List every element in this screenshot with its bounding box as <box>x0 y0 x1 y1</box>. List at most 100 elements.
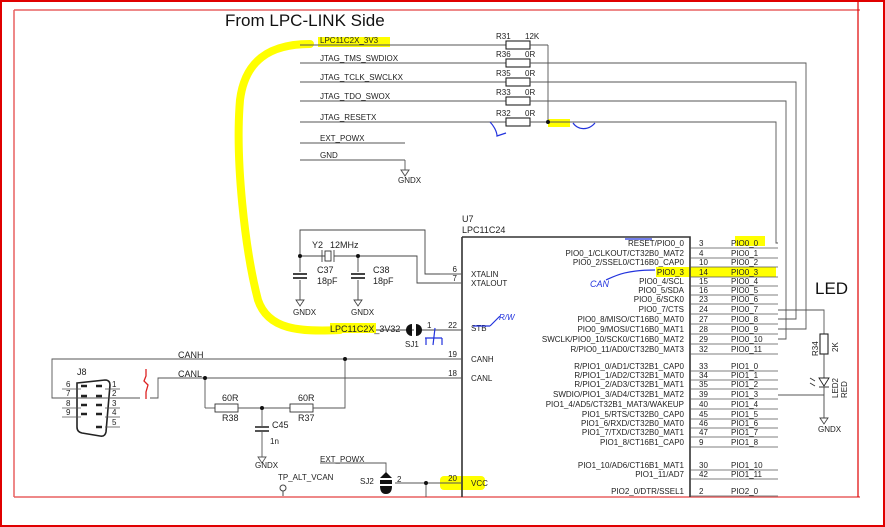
pin-function: PIO0_4/SCL <box>639 277 684 286</box>
pin-name: CANH <box>471 355 494 364</box>
pin-number: 7 <box>453 274 458 283</box>
pin-net-label: PIO1_1 <box>731 371 759 380</box>
resistor-value: 0R <box>525 50 535 59</box>
chip-pin-right: SWCLK/PIO0_10/SCK0/CT16B0_MAT2 29 PIO0_10 <box>542 335 778 345</box>
pin-number: 46 <box>699 419 708 428</box>
pin-function: R/PIO1_0/AD1/CT32B1_CAP0 <box>574 362 684 371</box>
pin-net-label: PIO0_6 <box>731 295 759 304</box>
pin-net-label: PIO0_4 <box>731 277 759 286</box>
sj2-net-label: EXT_POWX <box>320 455 365 464</box>
link-net-row: EXT_POWX <box>300 134 405 144</box>
pin-net-label: PIO1_3 <box>731 390 759 399</box>
gnd-label: GNDX <box>818 425 842 434</box>
pin-net-label: PIO0_3 <box>731 268 759 277</box>
pin-number: 20 <box>448 474 457 483</box>
crystal-ref: Y2 <box>312 240 323 250</box>
pin-number: 15 <box>699 277 708 286</box>
cap-value-c38: 18pF <box>373 276 394 286</box>
chip-ref: U7 <box>462 214 474 224</box>
pin-function: PIO1_4/AD5/CT32B1_MAT3/WAKEUP <box>546 400 684 409</box>
pin-function: PIO2_0/DTR/SSEL1 <box>611 487 684 496</box>
pin-function: PIO0_5/SDA <box>638 286 684 295</box>
junction-dot <box>343 357 347 361</box>
pin-net-label: PIO0_1 <box>731 249 759 258</box>
pin-name: XTALOUT <box>471 279 507 288</box>
pin-function: PIO1_8/CT16B1_CAP0 <box>600 438 685 447</box>
pin-net-label: PIO1_10 <box>731 461 763 470</box>
net-label: LPC11C2X_3V3 <box>320 36 379 45</box>
solder-jumper-sj2 <box>320 462 462 497</box>
pin-function: RESET/PIO0_0 <box>628 239 685 248</box>
connector-pin: 1 <box>112 380 117 389</box>
resistor-ref-r37: R37 <box>298 413 315 423</box>
connector-pin: 2 <box>112 389 117 398</box>
pin-number: 10 <box>699 258 708 267</box>
cap-ref-c38: C38 <box>373 265 390 275</box>
can-bus-wiring <box>51 358 462 464</box>
connector-pin: 8 <box>66 399 71 408</box>
ground-icon <box>400 169 410 177</box>
sj1-pin: 1 <box>427 321 432 330</box>
junction-dot <box>546 120 550 124</box>
pin-net-label: PIO0_0 <box>731 239 759 248</box>
pin-number: 40 <box>699 400 708 409</box>
led-circuit <box>809 333 830 425</box>
pin-number: 47 <box>699 428 708 437</box>
pin-net-label: PIO1_8 <box>731 438 759 447</box>
gnd-label: GNDX <box>255 461 279 470</box>
pin-net-label: PIO1_4 <box>731 400 759 409</box>
pin-function: R/PIO1_1/AD2/CT32B1_MAT0 <box>574 371 684 380</box>
junction-dot <box>424 481 428 485</box>
pin-function: SWCLK/PIO0_10/SCK0/CT16B0_MAT2 <box>542 335 685 344</box>
pin-number: 34 <box>699 371 708 380</box>
net-label: JTAG_TCLK_SWCLKX <box>320 73 404 82</box>
connector-pin: 5 <box>112 418 117 427</box>
pin-net-label: PIO0_10 <box>731 335 763 344</box>
pin-net-label: PIO0_5 <box>731 286 759 295</box>
pin-net-label: PIO2_0 <box>731 487 759 496</box>
pin-number: 29 <box>699 335 708 344</box>
chip-part: LPC11C24 <box>462 225 505 235</box>
pin-number: 39 <box>699 390 708 399</box>
testpoint-label: TP_ALT_VCAN <box>278 473 334 482</box>
testpoint-icon <box>279 484 287 496</box>
cap-ref-c37: C37 <box>317 265 334 275</box>
net-label: GND <box>320 151 338 160</box>
resistor-symbol <box>505 96 531 106</box>
led-resistor-ref: R34 <box>811 341 820 356</box>
resistor-value: 12K <box>525 32 540 41</box>
pin-function: R/PIO0_11/AD0/CT32B0_MAT3 <box>570 345 684 354</box>
pin-function: PIO0_3 <box>657 268 685 277</box>
can-annotation: CAN <box>590 279 610 289</box>
sheet-title: From LPC-LINK Side <box>225 11 385 30</box>
connector-pin: 6 <box>66 380 71 389</box>
resistor-ref-r38: R38 <box>222 413 239 423</box>
highlighter-marks <box>234 37 776 490</box>
pin-number: 9 <box>699 438 704 447</box>
pin-number: 45 <box>699 410 708 419</box>
junction-dot <box>356 254 360 258</box>
pin-number: 3 <box>699 239 704 248</box>
pin-number: 24 <box>699 305 708 314</box>
